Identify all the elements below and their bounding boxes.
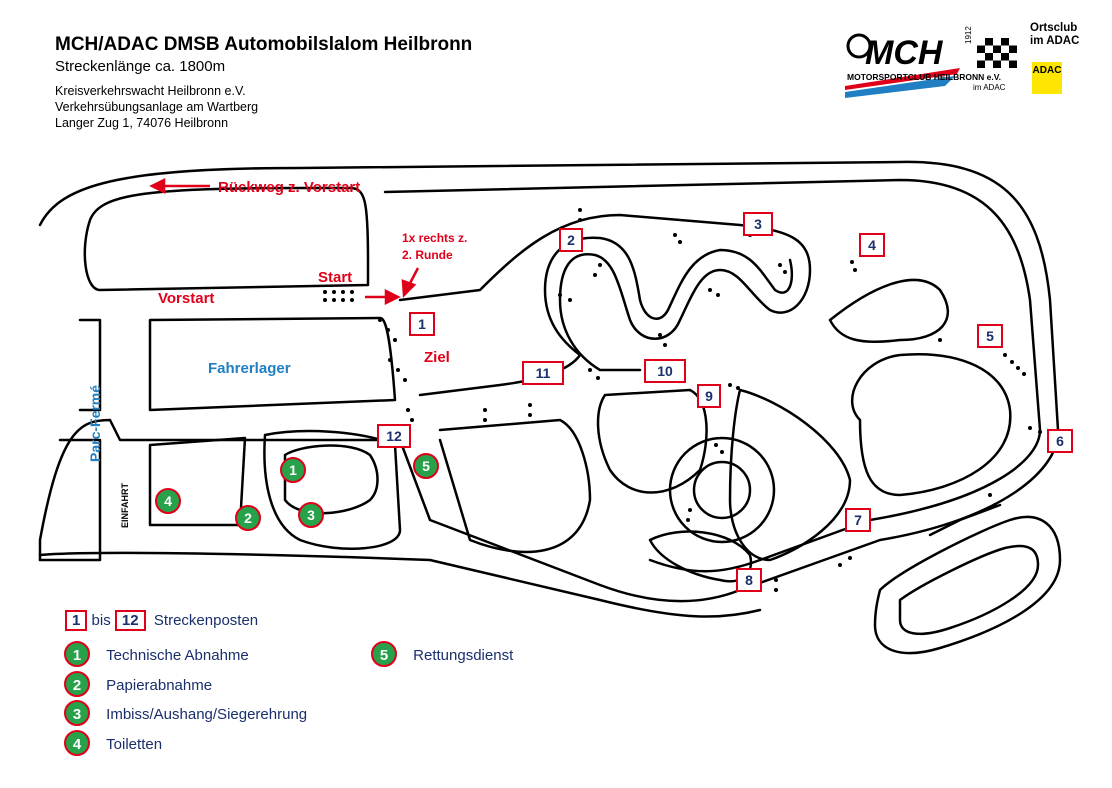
facility-badge: 2: [64, 671, 90, 697]
road-outlines: [38, 160, 1062, 655]
track-post-6: 6: [1047, 429, 1073, 453]
arrow-left-icon: [149, 177, 166, 195]
legend-item: 2 Papierabnahme: [64, 671, 212, 697]
track-post-label: 12: [386, 428, 402, 444]
track-post-label: 1: [418, 316, 426, 332]
track-post-label: 4: [868, 237, 876, 253]
steering-wheel-icon: [846, 33, 872, 59]
facility-badge: 3: [64, 700, 90, 726]
label-parc-ferme: Parc-Fermé: [87, 385, 103, 462]
label-einfahrt: EINFAHRT: [120, 482, 130, 528]
label-ziel: Ziel: [424, 349, 450, 366]
address-line: Kreisverkehrswacht Heilbronn e.V.: [55, 84, 246, 98]
facility-badge: 1: [64, 641, 90, 667]
legend-item: 4 Toiletten: [64, 730, 162, 756]
track-post-label: 9: [705, 388, 713, 404]
facility-badge: 5: [371, 641, 397, 667]
track-post-label: 2: [567, 232, 575, 248]
logo-club-sub: im ADAC: [973, 83, 1006, 92]
facility-marker-label: 2: [244, 510, 252, 526]
facility-badge: 4: [64, 730, 90, 756]
track-post-8: 8: [736, 568, 762, 592]
track-post-label: 8: [745, 572, 753, 588]
logo-club-name: MOTORSPORTCLUB HEILBRONN e.V.: [847, 72, 1001, 82]
track-post-11: 11: [522, 361, 564, 385]
legend-post-from: 1: [65, 610, 88, 631]
facility-marker-1: 1: [280, 457, 306, 483]
track-post-10: 10: [644, 359, 686, 383]
legend-bis: bis: [91, 612, 111, 629]
facility-marker-4: 4: [155, 488, 181, 514]
legend-item-label: Imbiss/Aushang/Siegerehrung: [106, 706, 308, 723]
track-post-label: 3: [754, 216, 762, 232]
ortsclub-line: Ortsclub: [1030, 22, 1078, 34]
label-start: Start: [318, 269, 352, 286]
mch-letters: MCH: [865, 34, 944, 72]
address-line: Langer Zug 1, 74076 Heilbronn: [55, 116, 229, 130]
pylons: [323, 208, 1042, 592]
label-rechts-1: 1x rechts z.: [402, 231, 467, 245]
legend-item-label: Technische Abnahme: [106, 647, 249, 664]
track-post-3: 3: [743, 212, 773, 236]
track-post-label: 6: [1056, 433, 1064, 449]
legend-posts-label: Streckenposten: [153, 612, 259, 629]
mch-logo: MCH 1912 MOTORSPORTCLUB HEILBRONN e.V. i…: [845, 26, 1017, 98]
legend-item-label: Toiletten: [106, 736, 163, 753]
track-post-label: 11: [536, 365, 551, 381]
track-post-12: 12: [377, 424, 411, 448]
facility-marker-label: 1: [289, 462, 297, 478]
facility-marker-label: 3: [307, 507, 315, 523]
label-rueckweg: Rückweg z. Vorstart: [218, 179, 360, 196]
legend-item: 5 Rettungsdienst: [371, 641, 513, 667]
logo-year: 1912: [964, 26, 973, 44]
arrow-right-icon: [384, 288, 401, 306]
track-length: Streckenlänge ca. 1800m: [55, 58, 226, 75]
ortsclub-line: im ADAC: [1030, 35, 1080, 47]
facility-markers: 1 2 3 4 5: [155, 453, 439, 531]
arrow-down-icon: [401, 279, 417, 298]
legend-posts: 1 bis 12 Streckenposten: [65, 610, 258, 631]
label-vorstart: Vorstart: [158, 290, 214, 307]
adac-logo: ADAC: [1032, 62, 1062, 94]
track-post-label: 7: [854, 512, 862, 528]
track-post-7: 7: [845, 508, 871, 532]
facility-marker-3: 3: [298, 502, 324, 528]
ortsclub-label: Ortsclub im ADAC: [1030, 22, 1079, 48]
track-post-2: 2: [559, 228, 583, 252]
track-post-1: 1: [409, 312, 435, 336]
legend-item: 3 Imbiss/Aushang/Siegerehrung: [64, 700, 307, 726]
track-post-5: 5: [977, 324, 1003, 348]
facility-marker-label: 4: [164, 493, 172, 509]
address-line: Verkehrsübungsanlage am Wartberg: [55, 100, 259, 114]
track-post-4: 4: [859, 233, 885, 257]
track-post-label: 10: [657, 363, 673, 379]
label-fahrerlager: Fahrerlager: [208, 360, 291, 377]
page-title: MCH/ADAC DMSB Automobilslalom Heilbronn: [55, 34, 473, 55]
legend-item-label: Papierabnahme: [106, 677, 213, 694]
legend-item-label: Rettungsdienst: [413, 647, 514, 664]
legend-post-to: 12: [114, 610, 146, 631]
track-post-label: 5: [986, 328, 994, 344]
facility-marker-label: 5: [422, 458, 430, 474]
label-rechts-2: 2. Runde: [402, 248, 453, 262]
arrows: [149, 177, 420, 306]
legend-item: 1 Technische Abnahme: [64, 641, 249, 667]
checkered-flag-icon: [977, 38, 1017, 68]
address-block: Kreisverkehrswacht Heilbronn e.V. Verkeh…: [55, 83, 258, 131]
facility-marker-5: 5: [413, 453, 439, 479]
facility-marker-2: 2: [235, 505, 261, 531]
track-post-9: 9: [697, 384, 721, 408]
